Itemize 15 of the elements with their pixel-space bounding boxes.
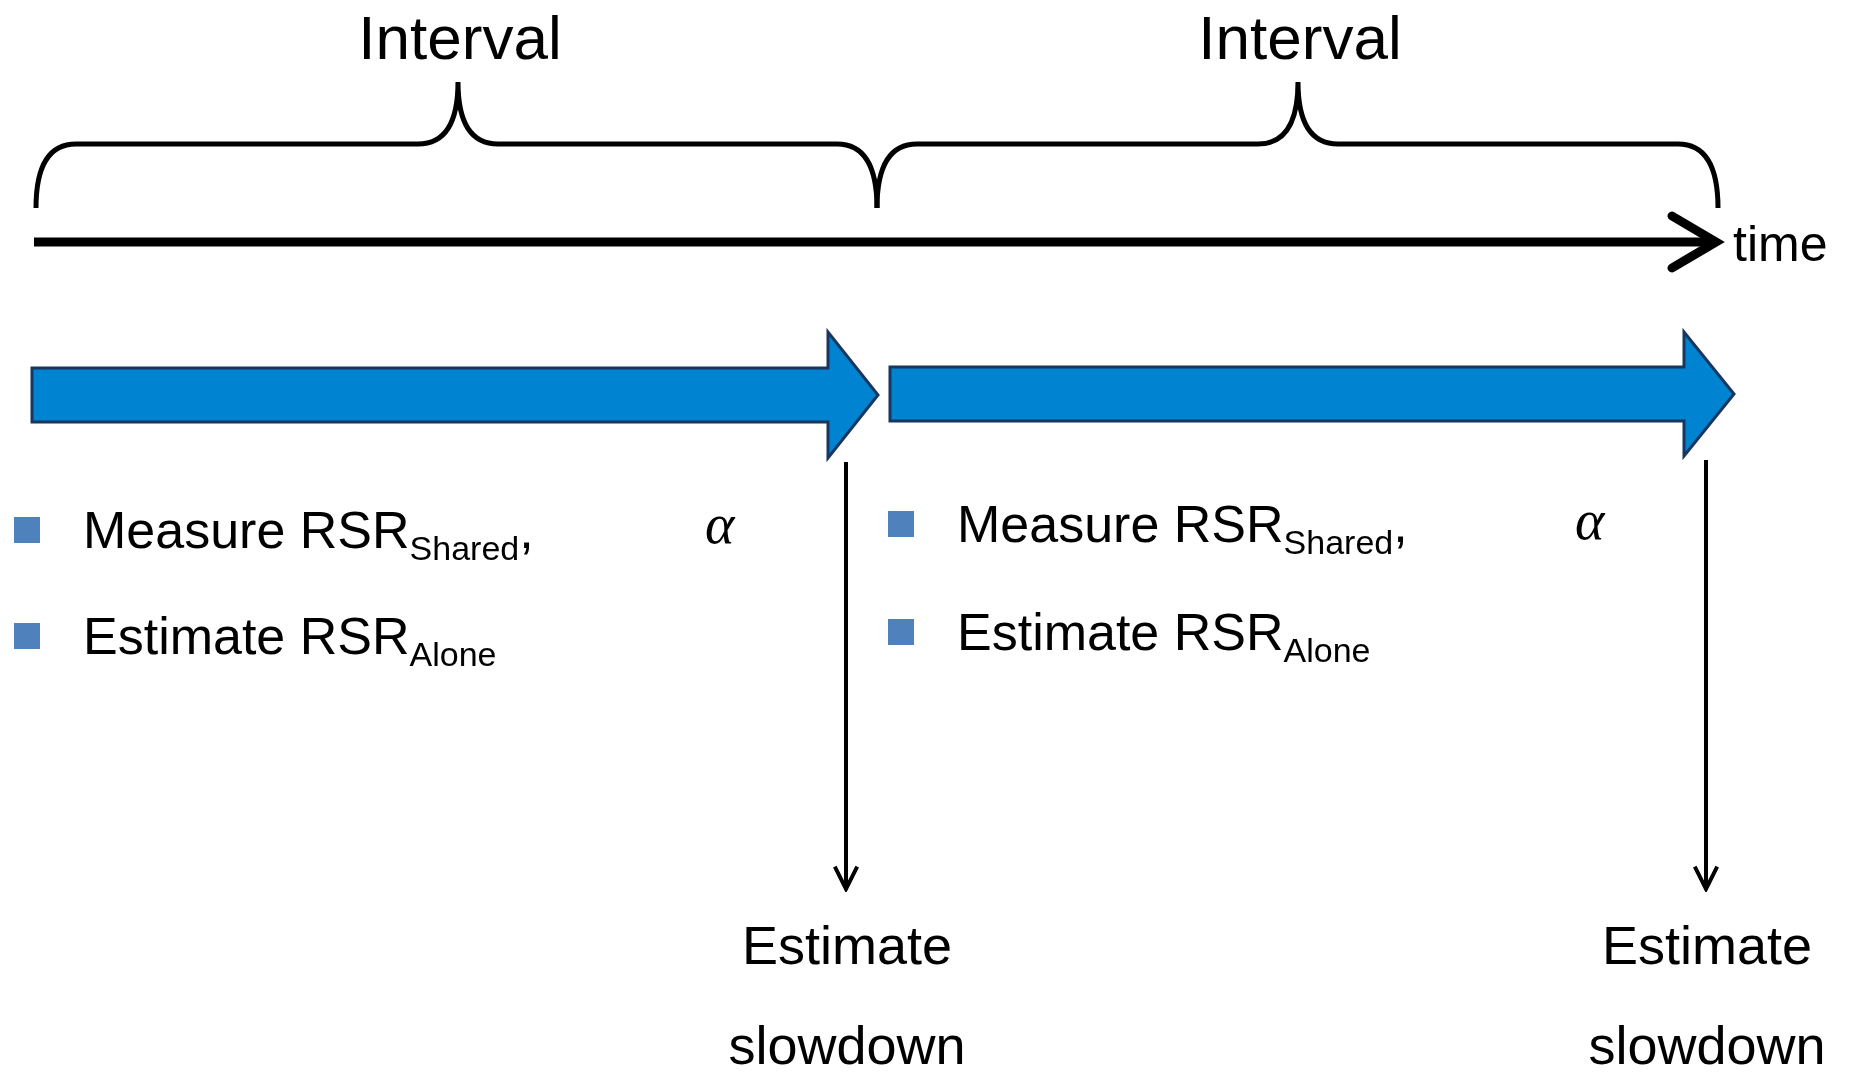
block-arrow	[888, 330, 1736, 458]
bullet-text: Measure RSR$_{Shared}$,	[957, 494, 1408, 554]
interval-label: Interval	[1198, 8, 1402, 68]
bullet-text: Estimate RSR$_{Alone}$	[83, 606, 497, 666]
step-label: Estimate slowdown	[727, 914, 967, 1077]
bullet-text: Estimate RSR$_{Alone}$	[957, 602, 1371, 662]
symbol-label: α	[1575, 490, 1605, 550]
arrow	[1692, 460, 1720, 891]
axis-label: time	[1733, 215, 1828, 274]
step-label: Estimate slowdown	[1587, 914, 1827, 1077]
interval-label: Interval	[358, 8, 562, 68]
block-arrow	[30, 330, 880, 460]
bullet-text: Measure RSR$_{Shared}$,	[83, 500, 534, 560]
arrow	[832, 462, 860, 891]
symbol-label: α	[705, 494, 735, 554]
